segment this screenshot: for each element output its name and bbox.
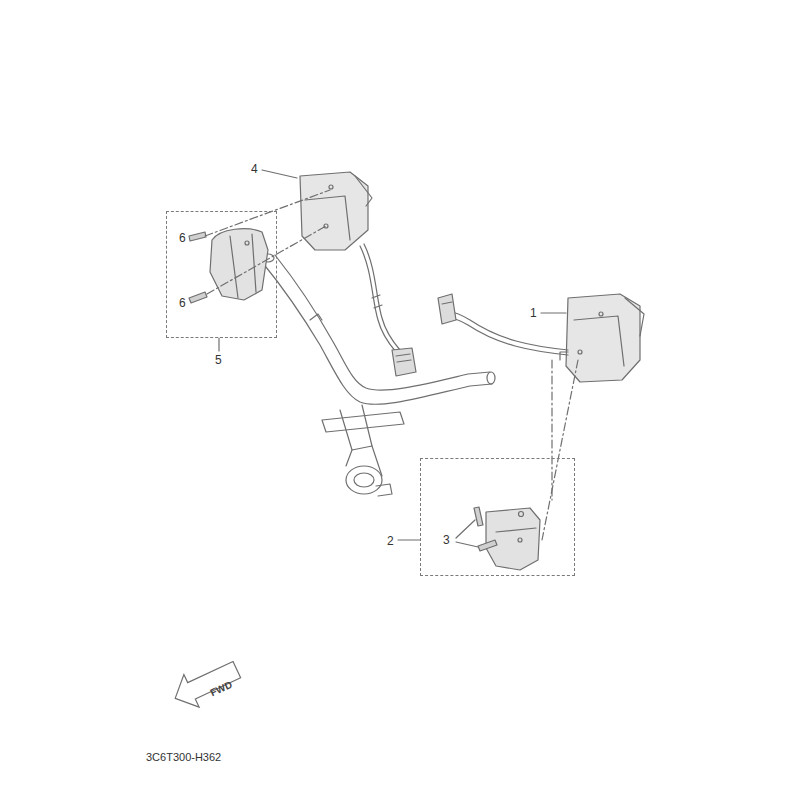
callout-number: 6 [179, 231, 186, 245]
part-group-box: 665 [166, 211, 277, 338]
part-group-box: 32 [420, 458, 575, 576]
callout-number: 2 [387, 534, 394, 548]
callout-number: 3 [443, 533, 450, 547]
callout-number: 6 [179, 296, 186, 310]
diagram-code: 3C6T300-H362 [146, 750, 221, 764]
callout-number: 1 [530, 306, 537, 320]
callout-number: 4 [251, 162, 258, 176]
direction-arrow: FWD [166, 656, 246, 712]
arrow-shape [168, 656, 245, 712]
arrow-outline [166, 656, 246, 712]
callout-number: 5 [215, 353, 222, 367]
